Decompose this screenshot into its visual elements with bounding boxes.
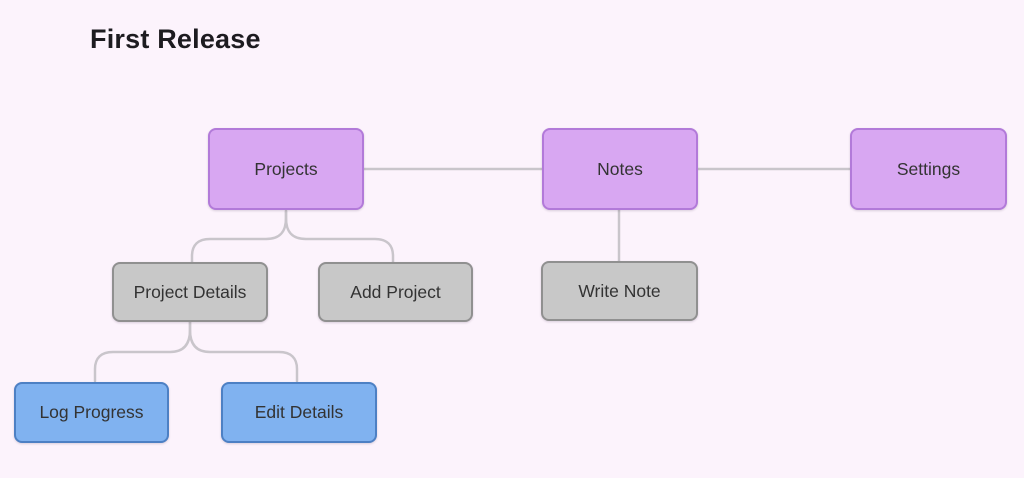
node-label: Projects <box>254 158 318 179</box>
node-project-details[interactable]: Project Details <box>112 262 268 322</box>
node-label: Edit Details <box>254 402 344 422</box>
node-notes[interactable]: Notes <box>542 128 698 210</box>
edge-projects-project-details <box>190 209 288 264</box>
node-settings[interactable]: Settings <box>850 128 1007 210</box>
diagram-title: First Release <box>90 24 261 54</box>
node-label: Write Note <box>578 280 661 301</box>
node-label: Notes <box>597 158 643 179</box>
node-label: Add Project <box>350 281 441 302</box>
node-label: Project Details <box>133 281 247 302</box>
edge-projects-add-project <box>284 209 395 264</box>
node-label: Settings <box>896 158 961 179</box>
edge-project-details-edit-details <box>188 320 299 383</box>
node-add-project[interactable]: Add Project <box>318 262 473 322</box>
node-log-progress[interactable]: Log Progress <box>14 382 169 443</box>
edge-project-details-log-progress <box>93 320 192 383</box>
node-projects[interactable]: Projects <box>208 128 364 210</box>
node-edit-details[interactable]: Edit Details <box>221 382 377 443</box>
node-write-note[interactable]: Write Note <box>541 261 698 321</box>
node-label: Log Progress <box>39 402 144 422</box>
